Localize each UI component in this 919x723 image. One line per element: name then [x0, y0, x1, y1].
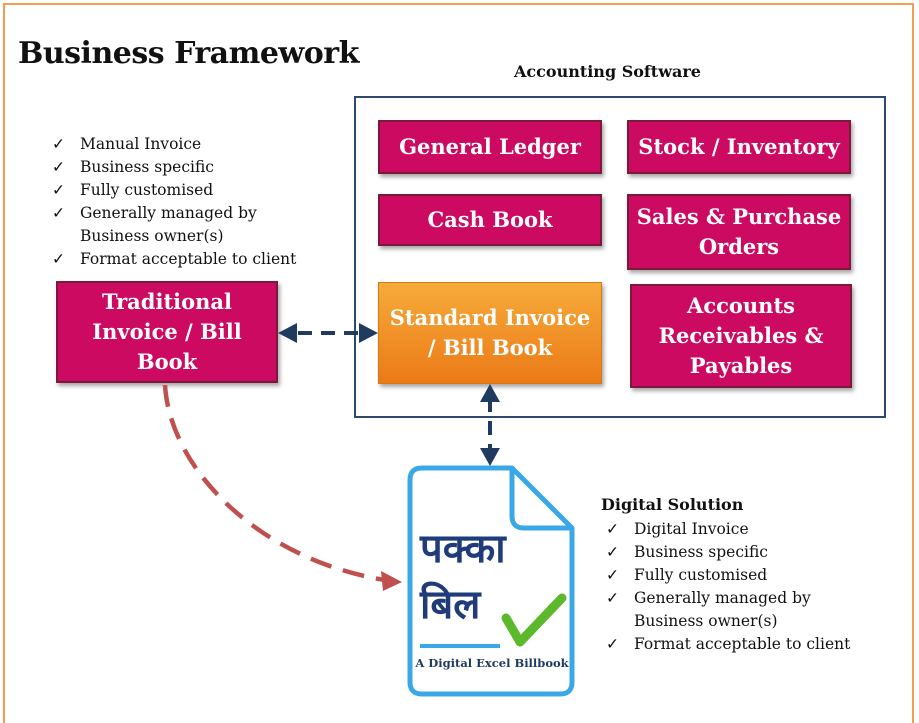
digital-points-list: Digital Invoice Business specific Fully …: [600, 518, 850, 656]
digital-point: Fully customised: [600, 564, 850, 587]
general-ledger-box: General Ledger: [378, 120, 602, 174]
digital-point: Digital Invoice: [600, 518, 850, 541]
sales-purchase-label-line-2: Orders: [698, 234, 780, 259]
receivables-label-line-3: Payables: [689, 353, 793, 378]
standard-to-digital-arrow: [480, 384, 500, 466]
traditional-label-line-2: Invoice / Bill: [92, 319, 242, 344]
traditional-label-line-3: Book: [136, 349, 198, 374]
pakka-logo-line-1: पक्का: [420, 526, 506, 572]
accounting-software-container: [354, 96, 886, 418]
digital-point-continuation: Business owner(s): [600, 610, 850, 633]
general-ledger-label: General Ledger: [399, 134, 581, 159]
traditional-to-standard-arrow: [278, 323, 378, 343]
sales-purchase-label-line-1: Sales & Purchase: [636, 204, 842, 229]
pakka-bill-caption: A Digital Excel Billbook: [415, 656, 569, 670]
traditional-point: Format acceptable to client: [46, 248, 296, 271]
cash-book-label: Cash Book: [427, 207, 553, 232]
digital-point: Generally managed by: [600, 587, 850, 610]
receivables-label-line-1: Accounts: [687, 293, 795, 318]
stock-inventory-box: Stock / Inventory: [627, 120, 851, 174]
receivables-label-line-2: Receivables &: [658, 323, 824, 348]
digital-point: Format acceptable to client: [600, 633, 850, 656]
pakka-bill-document-icon: [407, 465, 575, 697]
standard-invoice-box: Standard Invoice / Bill Book: [378, 282, 602, 384]
traditional-to-digital-curved-arrow: [162, 384, 402, 591]
digital-solution-heading: Digital Solution: [601, 495, 744, 514]
standard-invoice-label-line-2: / Bill Book: [427, 335, 553, 360]
traditional-point: Fully customised: [46, 179, 296, 202]
traditional-point: Manual Invoice: [46, 133, 296, 156]
accounts-receivables-payables-box: Accounts Receivables & Payables: [630, 284, 852, 388]
diagram-connectors: [162, 323, 575, 697]
green-check-icon: [501, 593, 567, 647]
traditional-label-line-1: Traditional: [102, 289, 232, 314]
traditional-point: Generally managed by: [46, 202, 296, 225]
traditional-point-continuation-text: Business owner(s): [80, 227, 224, 245]
cash-book-box: Cash Book: [378, 194, 602, 246]
accounting-software-heading: Accounting Software: [514, 62, 701, 81]
traditional-points-list: Manual Invoice Business specific Fully c…: [46, 133, 296, 271]
digital-point-continuation-text: Business owner(s): [634, 612, 778, 630]
stock-inventory-label: Stock / Inventory: [638, 134, 840, 159]
digital-point: Business specific: [600, 541, 850, 564]
outer-frame: [3, 3, 914, 723]
sales-purchase-orders-box: Sales & Purchase Orders: [627, 194, 851, 270]
standard-invoice-label-line-1: Standard Invoice: [389, 305, 591, 330]
bill-logo-line-2: बिल: [420, 582, 481, 628]
traditional-invoice-box: Traditional Invoice / Bill Book: [56, 281, 278, 383]
page-title: Business Framework: [18, 36, 359, 71]
traditional-point-continuation: Business owner(s): [46, 225, 296, 248]
traditional-point: Business specific: [46, 156, 296, 179]
